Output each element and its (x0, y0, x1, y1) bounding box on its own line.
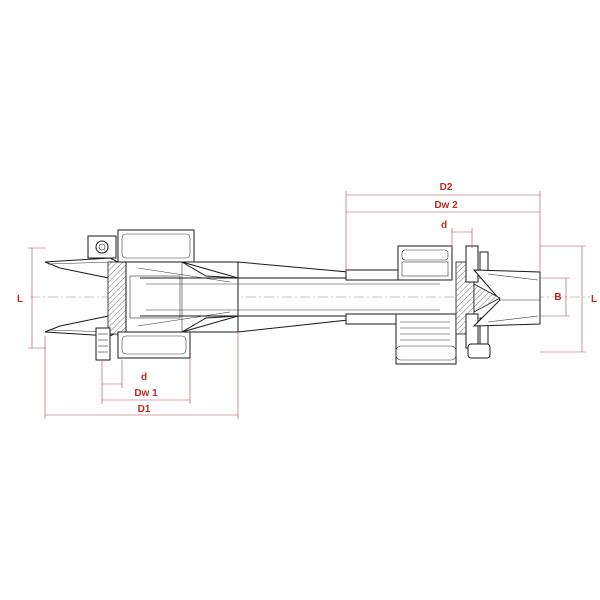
right-housing-top (397, 245, 453, 281)
dim-label-d1: D1 (138, 404, 151, 415)
dim-label-d-right: d (441, 220, 447, 231)
dim-label-dw1: Dw 1 (134, 388, 158, 399)
dim-label-d-left: d (141, 372, 147, 383)
dim-label-dw2: Dw 2 (434, 200, 458, 211)
left-spring-bottom (95, 327, 111, 361)
left-pulley (44, 229, 239, 361)
right-cone-flange (472, 269, 541, 327)
dimensions (28, 191, 586, 419)
left-outer-flange-top (44, 257, 119, 281)
bearing-ball-icon (95, 240, 109, 254)
dim-label-d2: D2 (440, 182, 453, 193)
dim-label-b: B (554, 292, 561, 303)
right-pin-bottom (465, 313, 479, 349)
right-pulley (345, 245, 541, 365)
left-hub-section (107, 261, 127, 335)
right-pin-top (465, 245, 479, 283)
left-hub-top (117, 229, 195, 263)
left-bearing-top (87, 235, 117, 259)
dim-label-l-left: L (17, 294, 23, 305)
right-housing-bottom (395, 313, 457, 365)
dim-label-l-right: L (591, 294, 597, 305)
left-hub-bottom (117, 331, 191, 359)
right-spring-icon (400, 321, 450, 341)
